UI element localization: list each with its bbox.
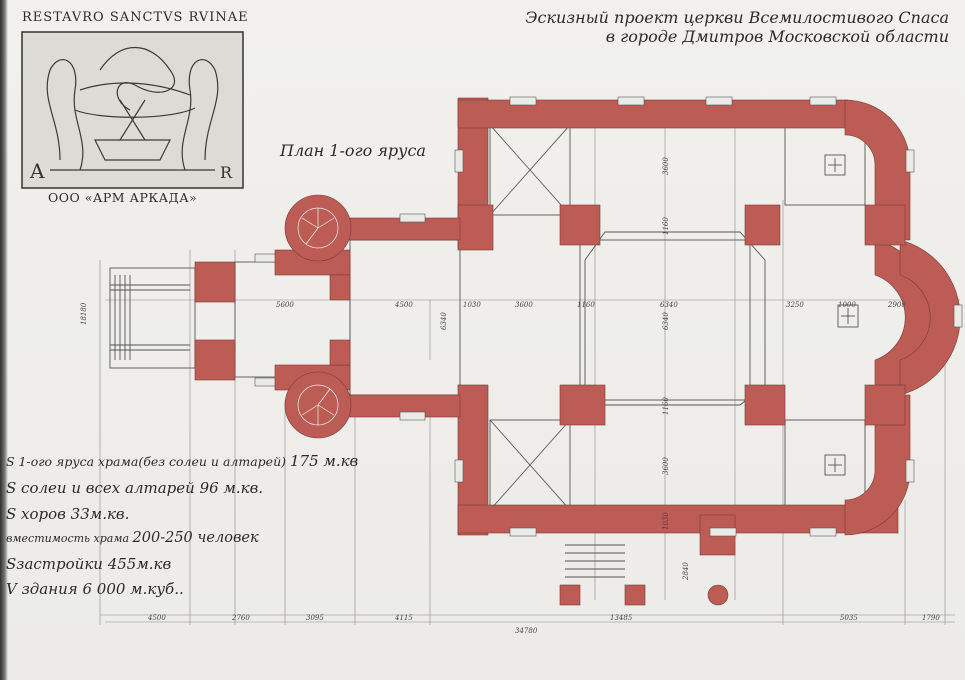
dim-1160: 1160 [577, 301, 595, 309]
dim-3250: 3250 [786, 301, 804, 309]
dim-b3: 3095 [306, 614, 324, 622]
dim-b5: 13485 [610, 614, 633, 622]
engraving-logo: A R [21, 31, 244, 189]
logo-heading: RESTAVRO SANCTVS RVINAE [22, 10, 249, 25]
dim-2900: 2900 [887, 301, 906, 309]
dim-b4: 4115 [394, 614, 413, 622]
dim-1160-bottom: 1160 [662, 397, 670, 415]
company-name: ООО «АРМ АРКАДА» [48, 190, 198, 205]
spiral-stairs [297, 207, 339, 426]
logo-letter-r: R [220, 163, 233, 182]
dim-4500: 4500 [394, 301, 413, 309]
dim-3600-top: 3600 [662, 157, 670, 175]
dim-18180: 18180 [80, 302, 88, 325]
dim-total: 34780 [515, 627, 538, 635]
dim-3600-bottom: 3600 [662, 457, 670, 475]
plan-label: План 1-ого яруса [280, 141, 426, 160]
dim-1030: 1030 [463, 301, 481, 309]
dim-b1: 4500 [147, 614, 166, 622]
stat-area-tier1-value: 175 м.кв [289, 452, 359, 470]
dim-1000: 1000 [838, 301, 856, 309]
dim-6340: 6340 [660, 301, 678, 309]
dim-2840: 2840 [682, 562, 690, 581]
dim-3600: 3600 [515, 301, 533, 309]
dim-6340-vert: 6340 [662, 312, 670, 330]
dim-1160-top: 1160 [662, 217, 670, 235]
dim-5600: 5600 [276, 301, 294, 309]
stat-capacity-value: 200-250 человек [132, 530, 259, 546]
stat-volume: V здания 6 000 м.куб.. [6, 580, 184, 598]
stat-capacity: вместимость храма 200-250 человек [6, 530, 259, 546]
logo-letter-a: A [29, 159, 45, 183]
dim-b6: 5035 [840, 614, 858, 622]
stat-choirs: S хоров 33м.кв. [6, 505, 130, 523]
stat-building-area: Sзастройки 455м.кв [6, 555, 172, 573]
project-title-line1: Эскизный проект церкви Всемилостивого Сп… [525, 8, 949, 27]
binder-edge [0, 0, 8, 680]
dim-6340-vest: 6340 [440, 312, 448, 330]
stat-area-tier1: S 1-ого яруса храма(без солеи и алтарей)… [6, 452, 358, 470]
dim-1030-side: 1030 [662, 512, 670, 530]
project-title-line2: в городе Дмитров Московской области [605, 27, 949, 46]
stat-capacity-text: вместимость храма [6, 532, 130, 545]
dim-b2: 2760 [231, 614, 250, 622]
stat-area-tier1-text: S 1-ого яруса храма(без солеи и алтарей) [6, 454, 286, 469]
dim-b7: 1790 [922, 614, 940, 622]
windows [254, 96, 963, 537]
stat-altars: S солеи и всех алтарей 96 м.кв. [6, 479, 264, 497]
